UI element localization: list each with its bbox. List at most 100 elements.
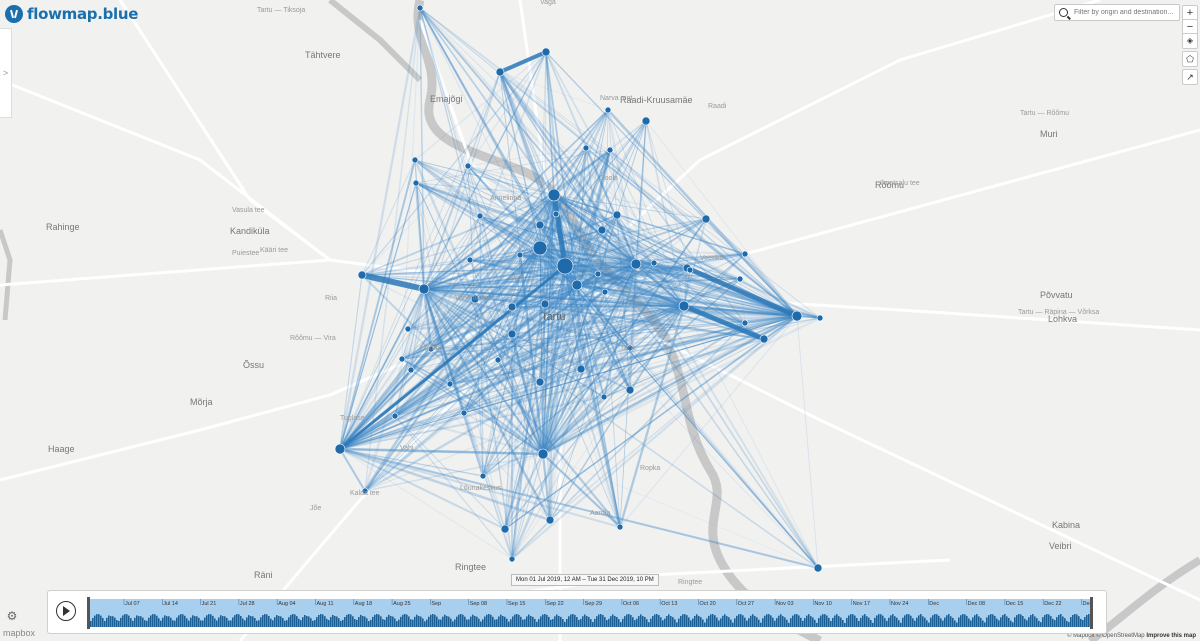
flow-line[interactable] bbox=[339, 182, 417, 450]
flow-line[interactable] bbox=[339, 51, 547, 450]
flow-line[interactable] bbox=[423, 288, 765, 340]
location-node[interactable] bbox=[470, 294, 480, 304]
flow-line[interactable] bbox=[576, 109, 609, 286]
flow-line[interactable] bbox=[419, 7, 541, 226]
flow-line[interactable] bbox=[542, 314, 798, 456]
flow-line[interactable] bbox=[542, 453, 621, 528]
flow-line[interactable] bbox=[463, 284, 578, 414]
flow-line[interactable] bbox=[364, 247, 541, 492]
flow-line[interactable] bbox=[497, 214, 618, 361]
flow-line[interactable] bbox=[542, 303, 546, 455]
flow-line[interactable] bbox=[510, 333, 545, 455]
flow-line[interactable] bbox=[467, 147, 587, 167]
flow-line[interactable] bbox=[553, 193, 637, 266]
flow-line[interactable] bbox=[542, 267, 688, 455]
flow-line[interactable] bbox=[544, 149, 611, 305]
flow-line[interactable] bbox=[511, 147, 587, 308]
flow-line[interactable] bbox=[414, 159, 541, 249]
flow-line[interactable] bbox=[597, 273, 685, 307]
flow-line[interactable] bbox=[504, 305, 685, 530]
flow-line[interactable] bbox=[339, 259, 471, 450]
location-node[interactable] bbox=[495, 67, 505, 77]
flow-line[interactable] bbox=[339, 305, 685, 450]
flow-line[interactable] bbox=[423, 213, 557, 290]
flow-line[interactable] bbox=[553, 194, 599, 275]
flow-line[interactable] bbox=[364, 304, 685, 493]
flow-line[interactable] bbox=[542, 453, 621, 528]
flow-line[interactable] bbox=[511, 229, 603, 308]
flow-line[interactable] bbox=[463, 322, 746, 414]
flow-line[interactable] bbox=[474, 194, 555, 300]
flow-line[interactable] bbox=[430, 348, 544, 455]
flow-line[interactable] bbox=[539, 305, 685, 383]
flow-line[interactable] bbox=[339, 317, 821, 450]
flow-line[interactable] bbox=[544, 263, 637, 305]
flow-line[interactable] bbox=[503, 284, 579, 530]
flow-line[interactable] bbox=[645, 120, 685, 307]
flow-line[interactable] bbox=[564, 264, 688, 270]
flow-line[interactable] bbox=[549, 284, 578, 521]
flow-line[interactable] bbox=[339, 147, 587, 450]
location-node[interactable] bbox=[545, 515, 555, 525]
flow-line[interactable] bbox=[463, 120, 647, 414]
flow-line[interactable] bbox=[541, 291, 607, 455]
flow-line[interactable] bbox=[576, 284, 819, 569]
flow-line[interactable] bbox=[553, 120, 647, 196]
flow-line[interactable] bbox=[576, 263, 637, 286]
flow-line[interactable] bbox=[414, 159, 685, 307]
flow-line[interactable] bbox=[423, 71, 501, 290]
flow-line[interactable] bbox=[604, 291, 621, 528]
flow-line[interactable] bbox=[553, 194, 618, 216]
flow-line[interactable] bbox=[635, 263, 685, 307]
flow-line[interactable] bbox=[339, 224, 541, 450]
flow-line[interactable] bbox=[410, 194, 555, 371]
flow-line[interactable] bbox=[339, 448, 513, 560]
flow-line[interactable] bbox=[542, 453, 819, 569]
flow-line[interactable] bbox=[539, 247, 631, 349]
flow-line[interactable] bbox=[467, 165, 566, 267]
flow-line[interactable] bbox=[469, 259, 578, 286]
flow-line[interactable] bbox=[339, 315, 798, 450]
flow-line[interactable] bbox=[469, 258, 798, 318]
flow-line[interactable] bbox=[539, 247, 631, 391]
flow-line[interactable] bbox=[683, 277, 741, 308]
flow-line[interactable] bbox=[410, 265, 566, 371]
flow-line[interactable] bbox=[339, 291, 606, 450]
flow-line[interactable] bbox=[545, 51, 798, 317]
flow-line[interactable] bbox=[544, 302, 798, 318]
location-node[interactable] bbox=[630, 258, 642, 270]
flow-line[interactable] bbox=[406, 288, 426, 330]
flow-line[interactable] bbox=[414, 159, 637, 265]
flow-line[interactable] bbox=[407, 298, 476, 330]
location-node[interactable] bbox=[416, 4, 424, 12]
location-node[interactable] bbox=[594, 270, 602, 278]
flow-arrow[interactable] bbox=[683, 303, 765, 342]
flow-line[interactable] bbox=[414, 158, 578, 287]
location-node[interactable] bbox=[791, 310, 803, 322]
flow-line[interactable] bbox=[410, 263, 637, 371]
flow-line[interactable] bbox=[544, 303, 582, 370]
location-node[interactable] bbox=[507, 302, 517, 312]
flow-line[interactable] bbox=[542, 263, 637, 455]
location-node[interactable] bbox=[464, 162, 472, 170]
flow-line[interactable] bbox=[339, 369, 412, 450]
flow-line[interactable] bbox=[542, 218, 707, 455]
flow-line[interactable] bbox=[339, 388, 631, 451]
flow-line[interactable] bbox=[423, 284, 578, 290]
flow-line[interactable] bbox=[410, 273, 599, 371]
flow-line[interactable] bbox=[511, 247, 541, 308]
flow-line[interactable] bbox=[469, 259, 637, 265]
flow-line[interactable] bbox=[510, 306, 545, 455]
flow-line[interactable] bbox=[414, 159, 555, 196]
flow-line[interactable] bbox=[467, 165, 685, 307]
flow-line[interactable] bbox=[585, 147, 798, 317]
flow-line[interactable] bbox=[576, 252, 746, 287]
flow-line[interactable] bbox=[394, 288, 425, 417]
flow-line[interactable] bbox=[422, 165, 470, 290]
flow-line[interactable] bbox=[629, 263, 637, 391]
flow-line[interactable] bbox=[415, 182, 557, 215]
flow-line[interactable] bbox=[555, 212, 637, 266]
flow-line[interactable] bbox=[415, 182, 741, 280]
flow-line[interactable] bbox=[542, 269, 691, 455]
flow-line[interactable] bbox=[576, 120, 647, 286]
